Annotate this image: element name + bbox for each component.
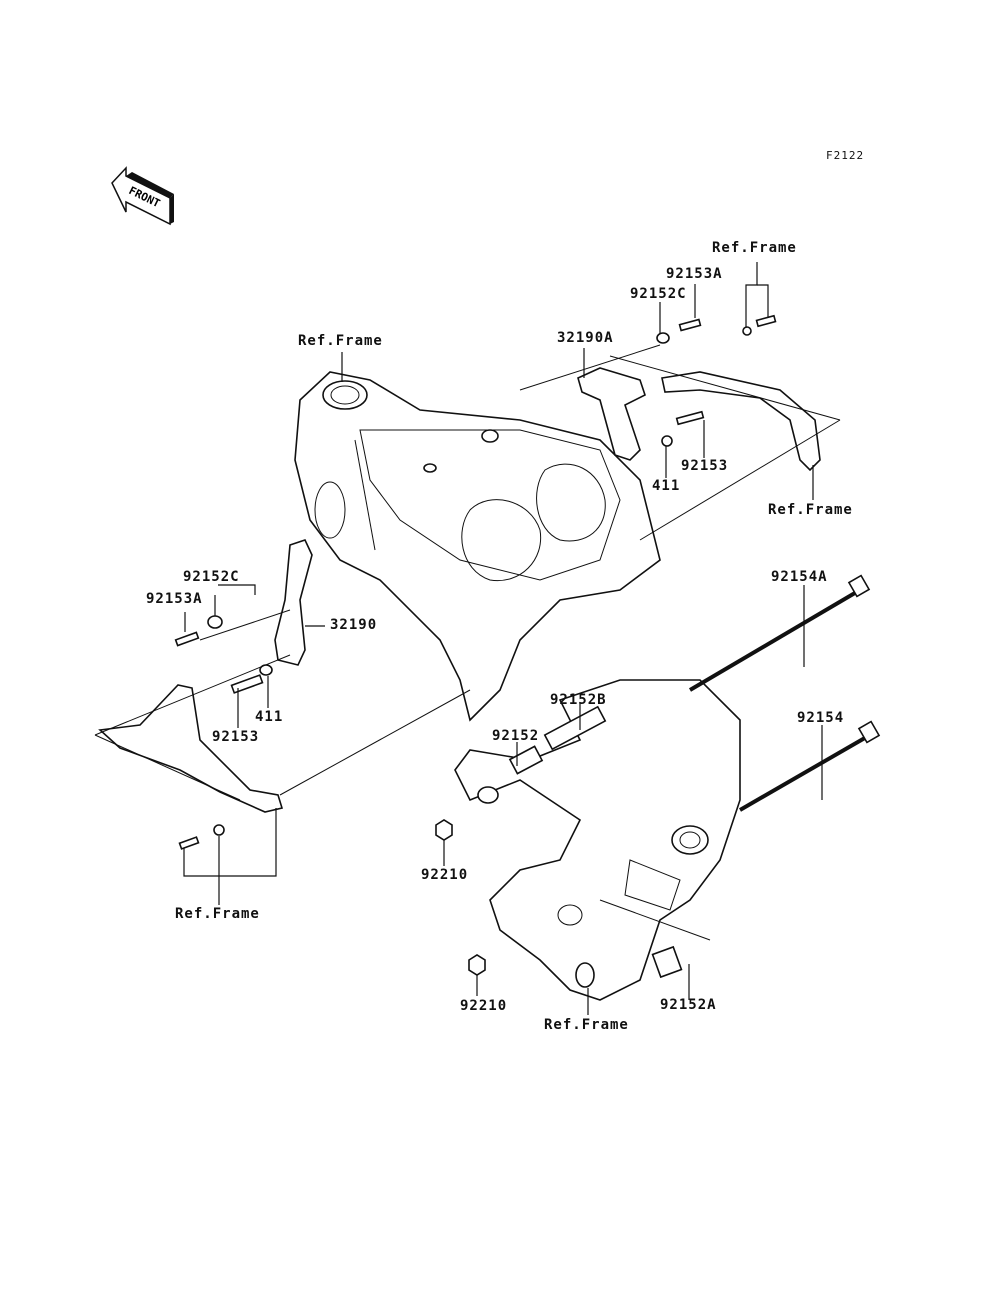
bolt-ref-bottom-left: [178, 824, 225, 850]
bracket-32190A: [577, 367, 646, 461]
lower-bracket-left: [98, 684, 284, 813]
label-part-92154A[interactable]: 92154A: [771, 569, 828, 585]
label-part-32190[interactable]: 32190: [330, 617, 378, 633]
bolt-92153A-top: [678, 318, 702, 332]
bolt-92153-left: [230, 664, 273, 694]
label-part-92153[interactable]: 92153: [681, 458, 729, 474]
label-part-32190A[interactable]: 32190A: [557, 330, 614, 346]
long-bolt-92154: [739, 720, 881, 812]
label-part-92153A[interactable]: 92153A: [146, 591, 203, 607]
label-part-92152A[interactable]: 92152A: [660, 997, 717, 1013]
label-part-92153A[interactable]: 92153A: [666, 266, 723, 282]
label-ref-frame[interactable]: Ref.Frame: [544, 1017, 629, 1033]
washer-92152C-left: [207, 615, 223, 629]
bolt-92153A-left: [174, 631, 200, 647]
main-frame: [294, 371, 661, 722]
label-part-411[interactable]: 411: [652, 478, 681, 494]
front-arrow-icon: FRONT: [111, 166, 174, 226]
bolt-92153-top: [661, 410, 705, 447]
collar-92152: [508, 745, 544, 775]
label-part-92152[interactable]: 92152: [492, 728, 540, 744]
figure-code: F2122: [826, 149, 865, 162]
long-bolt-92154A: [688, 574, 871, 692]
label-part-92153[interactable]: 92153: [212, 729, 260, 745]
collar-92152A: [651, 945, 683, 979]
washer-92152C-top: [656, 332, 670, 344]
label-part-92154[interactable]: 92154: [797, 710, 845, 726]
label-part-92152B[interactable]: 92152B: [550, 692, 607, 708]
bracket-32190: [274, 539, 313, 666]
leader-lines: [94, 262, 841, 1015]
label-part-411[interactable]: 411: [255, 709, 284, 725]
collar-92152B: [543, 705, 607, 751]
label-part-92152C[interactable]: 92152C: [630, 286, 687, 302]
rear-bracket-right: [661, 371, 821, 472]
bolt-ref-top: [742, 314, 777, 336]
label-ref-frame[interactable]: Ref.Frame: [768, 502, 853, 518]
label-part-92210[interactable]: 92210: [421, 867, 469, 883]
nut-92210-lower: [468, 954, 486, 976]
label-ref-frame[interactable]: Ref.Frame: [298, 333, 383, 349]
nut-92210-upper: [435, 819, 453, 841]
label-ref-frame[interactable]: Ref.Frame: [175, 906, 260, 922]
label-part-92210[interactable]: 92210: [460, 998, 508, 1014]
label-part-92152C[interactable]: 92152C: [183, 569, 240, 585]
label-ref-frame[interactable]: Ref.Frame: [712, 240, 797, 256]
